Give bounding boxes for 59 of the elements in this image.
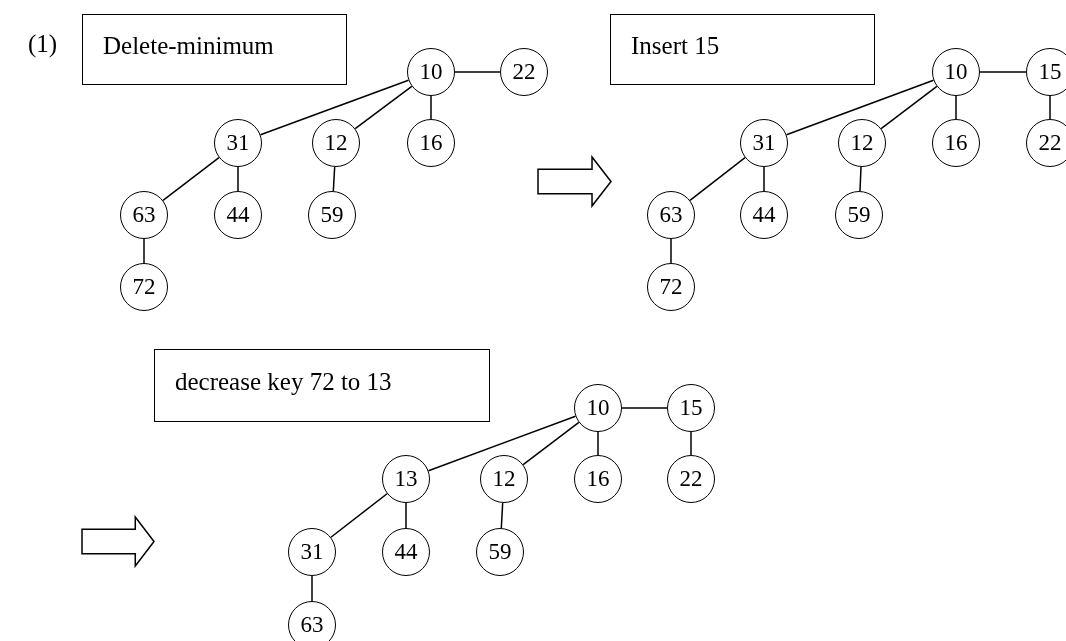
tree-edge [405, 502, 407, 529]
tree-edge [689, 156, 746, 202]
tree-edge [597, 431, 599, 456]
tree-edge [162, 156, 220, 202]
tree-edge [621, 407, 668, 409]
heap-node-circle: 10 [574, 384, 622, 432]
heap-node-circle: 72 [120, 263, 168, 311]
heap-node-circle: 72 [647, 263, 695, 311]
heap-node-circle: 59 [835, 191, 883, 239]
operation-box: Delete-minimum [82, 14, 347, 85]
heap-node-circle: 44 [382, 528, 430, 576]
heap-node-circle: 31 [740, 119, 788, 167]
tree-edge [859, 166, 862, 192]
tree-edge [311, 575, 313, 602]
heap-node-circle: 12 [480, 455, 528, 503]
tree-edge [237, 166, 239, 192]
heap-node-circle: 59 [308, 191, 356, 239]
tree-edge [763, 166, 765, 192]
tree-edge [979, 71, 1027, 73]
heap-node-circle: 10 [407, 48, 455, 96]
heap-node-circle: 63 [288, 601, 336, 641]
heap-node-circle: 44 [214, 191, 262, 239]
tree-edge [259, 79, 410, 136]
tree-edge [880, 85, 938, 130]
heap-node-circle: 22 [1026, 119, 1066, 167]
heap-node-circle: 12 [838, 119, 886, 167]
heap-node-circle: 59 [476, 528, 524, 576]
tree-edge [1049, 95, 1051, 120]
heap-node-circle: 31 [214, 119, 262, 167]
heap-node-circle: 22 [500, 48, 548, 96]
tree-edge [454, 71, 501, 73]
tree-edge [500, 502, 504, 529]
heap-node-circle: 44 [740, 191, 788, 239]
tree-edge [955, 95, 957, 120]
tree-edge [354, 85, 413, 130]
heap-node-circle: 10 [932, 48, 980, 96]
tree-edge [430, 95, 432, 120]
heap-node-circle: 15 [1026, 48, 1066, 96]
heap-node-circle: 13 [382, 455, 430, 503]
tree-edge [785, 79, 935, 136]
heap-node-circle: 63 [120, 191, 168, 239]
heap-node-circle: 15 [667, 384, 715, 432]
heap-node-circle: 16 [574, 455, 622, 503]
tree-edge [670, 238, 672, 264]
heap-node-circle: 16 [407, 119, 455, 167]
operation-box: decrease key 72 to 13 [154, 349, 490, 422]
heap-node-circle: 12 [312, 119, 360, 167]
tree-edge [427, 415, 577, 472]
part-number: (1) [28, 30, 58, 58]
tree-edge [330, 492, 388, 539]
heap-node-circle: 16 [932, 119, 980, 167]
operation-box: Insert 15 [610, 14, 875, 85]
heap-node-circle: 22 [667, 455, 715, 503]
heap-node-circle: 31 [288, 528, 336, 576]
tree-edge [332, 166, 336, 192]
tree-edge [522, 421, 580, 466]
tree-edge [143, 238, 145, 264]
tree-edge [690, 431, 692, 456]
heap-node-circle: 63 [647, 191, 695, 239]
